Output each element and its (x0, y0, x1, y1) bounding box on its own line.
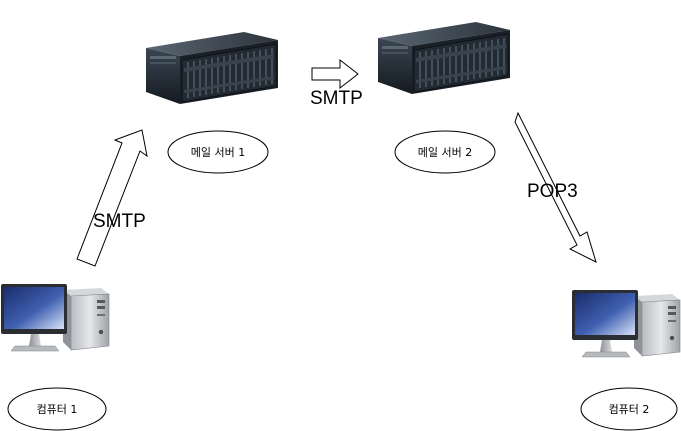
server2-label: 메일 서버 2 (418, 145, 472, 159)
edge-label-pop3: POP3 (527, 181, 578, 202)
computer1-label: 컴퓨터 1 (37, 403, 78, 416)
node-ellipse-computer1 (7, 387, 107, 431)
server1-label: 메일 서버 1 (191, 145, 245, 159)
node-ellipse-computer2 (580, 387, 678, 431)
arrow-server2-to-computer2 (514, 111, 597, 263)
desktop-computer-icon (571, 289, 681, 358)
edge-label-smtp-1: SMTP (93, 211, 146, 232)
computer2-label: 컴퓨터 2 (609, 403, 650, 416)
server-icon (145, 31, 279, 105)
desktop-computer-icon (0, 283, 110, 352)
arrow-computer1-to-server1 (76, 129, 148, 267)
edge-label-smtp-2: SMTP (310, 88, 363, 109)
server-icon (377, 21, 511, 95)
node-ellipse-server1 (167, 130, 269, 174)
node-ellipse-server2 (394, 130, 496, 174)
arrow-server1-to-server2 (311, 58, 359, 90)
